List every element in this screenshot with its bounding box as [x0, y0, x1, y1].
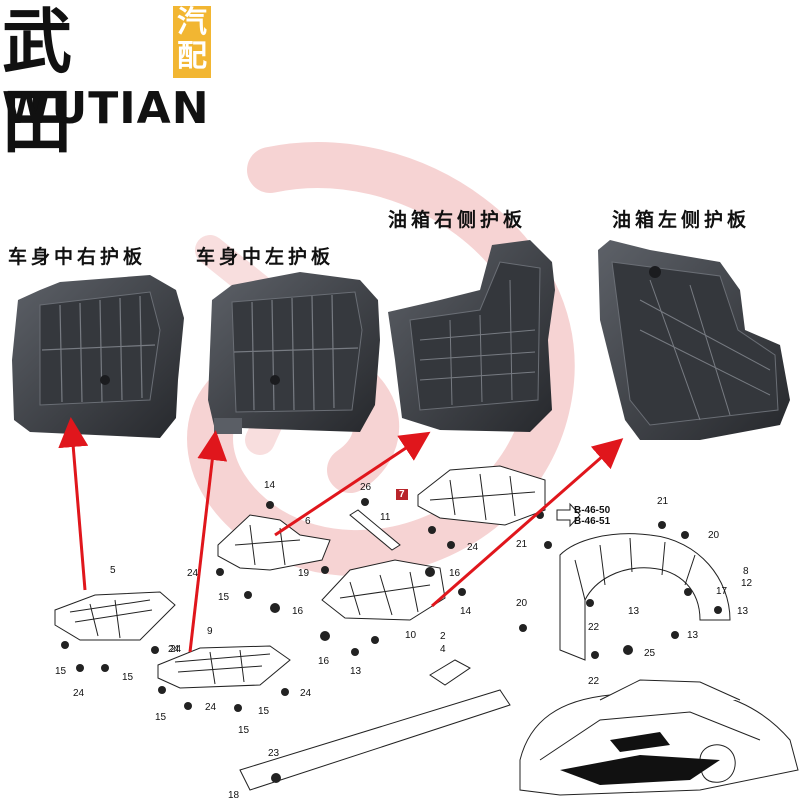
callout-21-mid: 21 [516, 539, 527, 550]
callout-24-e: 24 [205, 702, 216, 713]
callout-4: 4 [440, 644, 446, 655]
callout-14: 14 [264, 480, 275, 491]
photo-middle-left-panel [208, 272, 380, 434]
callout-20-right: 20 [708, 530, 719, 541]
callout-16-mid: 16 [292, 606, 303, 617]
callout-17: 17 [716, 586, 727, 597]
callout-2: 2 [440, 631, 446, 642]
callout-18: 18 [228, 790, 239, 801]
callout-14-mid: 14 [460, 606, 471, 617]
callout-21-top: 21 [657, 496, 668, 507]
callout-8: 8 [743, 566, 749, 577]
callout-19: 19 [298, 568, 309, 579]
callout-13-low: 13 [350, 666, 361, 677]
callout-24-f: 24 [300, 688, 311, 699]
callout-20-mid: 20 [516, 598, 527, 609]
callout-16-low: 16 [318, 656, 329, 667]
callout-22-low: 22 [588, 676, 599, 687]
callout-15-left: 15 [55, 666, 66, 677]
callout-24-left: 24 [187, 568, 198, 579]
callout-6: 6 [305, 516, 311, 527]
callout-24-d: 24 [168, 644, 179, 655]
photo-tank-right-panel [388, 240, 555, 432]
callout-15-c: 15 [122, 672, 133, 683]
callout-25: 25 [644, 648, 655, 659]
callout-23: 23 [268, 748, 279, 759]
callout-11: 11 [380, 512, 390, 523]
callout-b-46-51: B-46-51 [574, 516, 610, 527]
callout-15: 15 [218, 592, 229, 603]
callout-9: 9 [207, 626, 213, 637]
callout-15-d: 15 [155, 712, 166, 723]
callout-12: 12 [741, 578, 752, 589]
callout-24: 24 [467, 542, 478, 553]
callout-13-right: 13 [737, 606, 748, 617]
callout-5: 5 [110, 565, 116, 576]
callout-22: 22 [588, 622, 599, 633]
callout-16: 16 [449, 568, 460, 579]
callout-13-b: 13 [687, 630, 698, 641]
callout-15-e: 15 [258, 706, 269, 717]
callout-b-46-50: B-46-50 [574, 505, 610, 516]
callout-26: 26 [360, 482, 371, 493]
callout-13-mid: 13 [628, 606, 639, 617]
callout-24-c: 24 [73, 688, 84, 699]
callout-15-f: 15 [238, 725, 249, 736]
callout-10: 10 [405, 630, 416, 641]
photo-tank-left-panel [598, 240, 790, 440]
callout-7: 7 [396, 489, 408, 500]
photo-middle-right-panel [12, 275, 184, 438]
